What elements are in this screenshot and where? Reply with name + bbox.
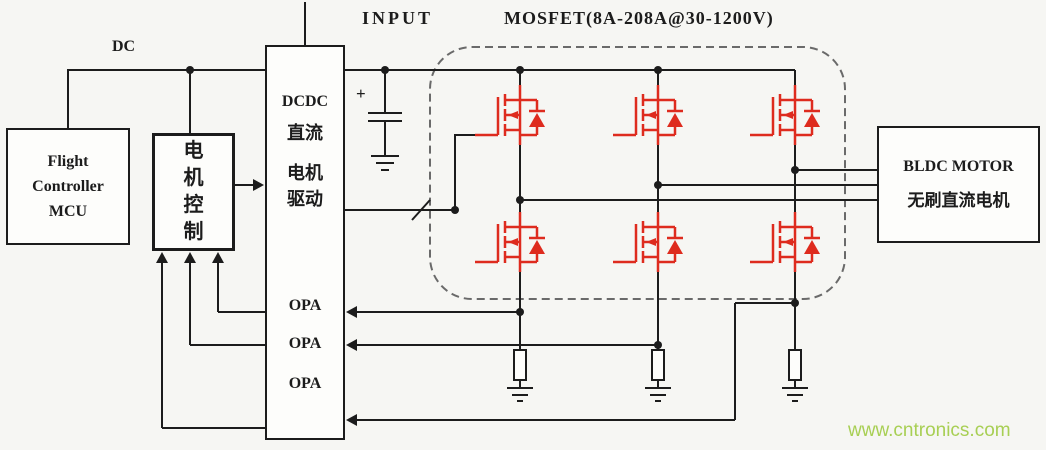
input-label: INPUT — [362, 8, 434, 28]
shunt-resistor — [788, 349, 802, 381]
flight-controller-block: Flight Controller MCU — [6, 128, 130, 245]
bldc-motor-label: BLDC MOTOR — [903, 158, 1014, 175]
watermark-text: www.cntronics.com — [848, 420, 1011, 441]
motor-drive-label-cn2: 驱动 — [287, 189, 323, 209]
mosfet-icon — [611, 83, 685, 147]
opa1-label: OPA — [288, 297, 322, 314]
arrow-right-icon — [253, 179, 264, 191]
ground-icon — [644, 387, 672, 402]
mosfet-icon — [473, 210, 547, 274]
motor-control-block: 电 机 控 制 — [152, 133, 235, 251]
bus-slash-mark — [411, 199, 431, 221]
flight-controller-label-line3: MCU — [48, 203, 88, 220]
ground-icon — [781, 387, 809, 402]
arrow-up-icon — [156, 252, 168, 263]
mosfet-icon — [611, 210, 685, 274]
arrow-left-icon — [346, 339, 357, 351]
mosfet-bridge-boundary — [429, 46, 846, 300]
dcdc-label-cn: 直流 — [287, 123, 323, 143]
mosfet-icon — [748, 83, 822, 147]
bldc-motor-block: BLDC MOTOR 无刷直流电机 — [877, 126, 1040, 243]
dcdc-label: DCDC — [281, 93, 329, 110]
bldc-motor-label-cn: 无刷直流电机 — [907, 191, 1010, 210]
dc-label: DC — [112, 38, 136, 55]
flight-controller-label-line2: Controller — [32, 178, 104, 195]
opa2-label: OPA — [288, 335, 322, 352]
motor-drive-label-cn1: 电机 — [287, 163, 323, 183]
mosfet-icon — [473, 83, 547, 147]
motor-control-char4: 制 — [183, 221, 204, 243]
driver-block: DCDC 直流 电机 驱动 OPA OPA OPA — [265, 45, 345, 440]
mosfet-icon — [748, 210, 822, 274]
arrow-left-icon — [346, 414, 357, 426]
opa3-label: OPA — [288, 375, 322, 392]
mosfet-rating-label: MOSFET(8A-208A@30-1200V) — [504, 8, 774, 28]
arrow-left-icon — [346, 306, 357, 318]
motor-control-char1: 电 — [183, 140, 204, 162]
arrow-up-icon — [184, 252, 196, 263]
shunt-resistor — [513, 349, 527, 381]
shunt-resistor — [651, 349, 665, 381]
ground-icon — [506, 387, 534, 402]
motor-control-char2: 机 — [183, 167, 204, 189]
motor-control-char3: 控 — [183, 194, 204, 216]
capacitor-plus-label: + — [356, 84, 366, 103]
shunt-resistors — [513, 349, 802, 381]
arrow-up-icon — [212, 252, 224, 263]
flight-controller-label-line1: Flight — [47, 153, 89, 170]
